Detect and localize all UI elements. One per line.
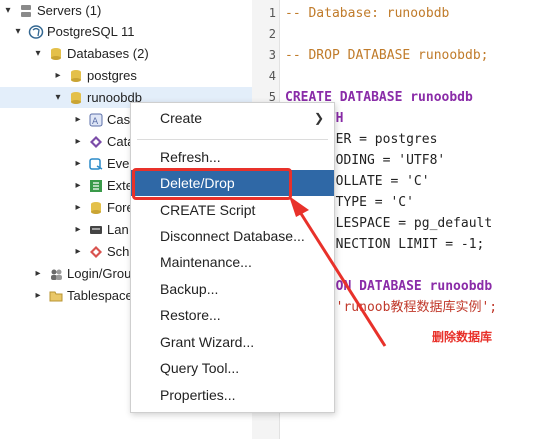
menu-separator bbox=[137, 139, 328, 140]
chevron-right-icon[interactable]: ▸ bbox=[35, 268, 41, 279]
sql-editor[interactable]: -- Database: runoobdb -- DROP DATABASE r… bbox=[280, 0, 547, 439]
tree-node-label: runoobdb bbox=[87, 90, 142, 105]
tree-node-servers[interactable]: ▾ Servers (1) bbox=[2, 0, 252, 21]
chevron-right-icon[interactable]: ▸ bbox=[75, 158, 81, 169]
tree-node-server[interactable]: ▾ PostgreSQL 11 bbox=[12, 21, 252, 42]
database-icon bbox=[68, 90, 84, 106]
code-line: _COLLATE = 'C' bbox=[320, 174, 430, 189]
menu-item-query-tool[interactable]: Query Tool... bbox=[160, 360, 240, 376]
tree-node-tablespaces[interactable]: ▸ Tablespace bbox=[32, 285, 133, 306]
tablespaces-icon bbox=[48, 288, 64, 304]
tree-node-extensions[interactable]: ▸ Exte bbox=[72, 175, 133, 196]
tree-node-label: Ever bbox=[107, 156, 134, 171]
menu-item-maintenance[interactable]: Maintenance... bbox=[160, 254, 252, 270]
menu-item-delete-drop[interactable]: Delete/Drop bbox=[131, 170, 334, 196]
database-icon bbox=[68, 68, 84, 84]
tree-node-foreign-data[interactable]: ▸ Fore bbox=[72, 197, 134, 218]
languages-icon bbox=[88, 222, 104, 238]
tree-node-label: PostgreSQL 11 bbox=[47, 24, 135, 39]
tree-node-languages[interactable]: ▸ Lan bbox=[72, 219, 129, 240]
tree-node-label: Servers (1) bbox=[37, 3, 102, 18]
tree-node-label: Lan bbox=[107, 222, 129, 237]
menu-item-properties[interactable]: Properties... bbox=[160, 387, 236, 403]
code-line: NCODING = 'UTF8' bbox=[320, 153, 446, 168]
chevron-right-icon[interactable]: ▸ bbox=[35, 290, 41, 301]
code-line: -- DROP DATABASE runoobdb; bbox=[285, 48, 489, 63]
chevron-right-icon: ❯ bbox=[313, 111, 324, 125]
chevron-right-icon[interactable]: ▸ bbox=[75, 180, 81, 191]
foreign-data-icon bbox=[88, 200, 104, 216]
menu-item-create[interactable]: Create ❯ bbox=[131, 105, 334, 131]
tree-node-catalogs[interactable]: ▸ Cata bbox=[72, 131, 134, 152]
chevron-right-icon[interactable]: ▸ bbox=[55, 70, 61, 81]
tree-node-schemas[interactable]: ▸ Sch bbox=[72, 241, 129, 262]
tree-node-label: Tablespace bbox=[67, 288, 133, 303]
catalogs-icon bbox=[88, 134, 104, 150]
code-line: ONNECTION LIMIT = -1; bbox=[320, 237, 485, 252]
annotation-label: 删除数据库 bbox=[432, 330, 493, 344]
tree-node-casts[interactable]: ▸ A Cas bbox=[72, 109, 130, 130]
context-menu: Create ❯ Refresh... Delete/Drop CREATE S… bbox=[130, 102, 335, 413]
code-line: -- Database: runoobdb bbox=[285, 6, 450, 21]
collapse-icon[interactable]: ▾ bbox=[5, 5, 11, 16]
databases-icon bbox=[48, 46, 64, 62]
menu-item-refresh[interactable]: Refresh... bbox=[160, 149, 221, 165]
tree-node-label: Sch bbox=[107, 244, 130, 259]
tree-node-label: Exte bbox=[107, 178, 134, 193]
code-line: WNER = postgres bbox=[320, 132, 438, 147]
code-line: T ON DATABASE runoobdb bbox=[320, 279, 493, 294]
menu-item-grant-wizard[interactable]: Grant Wizard... bbox=[160, 334, 255, 350]
code-line: ABLESPACE = pg_default bbox=[320, 216, 493, 231]
tree-node-label: Cas bbox=[107, 112, 131, 127]
tree-node-databases[interactable]: ▾ Databases (2) bbox=[32, 43, 252, 64]
line-number: 4 bbox=[268, 69, 276, 83]
chevron-down-icon[interactable]: ▾ bbox=[15, 26, 21, 37]
menu-item-create-script[interactable]: CREATE Script bbox=[160, 202, 256, 218]
menu-item-label: Create bbox=[160, 110, 203, 126]
chevron-right-icon[interactable]: ▸ bbox=[75, 224, 81, 235]
schemas-icon bbox=[88, 244, 104, 260]
tree-node-label: Login/Grou bbox=[67, 266, 132, 281]
chevron-down-icon[interactable]: ▾ bbox=[55, 92, 61, 103]
chevron-right-icon[interactable]: ▸ bbox=[75, 114, 81, 125]
line-number: 5 bbox=[268, 90, 276, 104]
chevron-right-icon[interactable]: ▸ bbox=[75, 202, 81, 213]
login-roles-icon bbox=[48, 266, 64, 282]
extensions-icon bbox=[88, 178, 104, 194]
tree-node-label: Fore bbox=[107, 200, 134, 215]
tree-node-label: postgres bbox=[87, 68, 137, 83]
casts-icon: A bbox=[88, 112, 104, 128]
code-line: CREATE DATABASE runoobdb bbox=[285, 90, 473, 105]
tree-node-label: Databases (2) bbox=[67, 46, 149, 61]
svg-text:A: A bbox=[92, 117, 99, 127]
event-trigger-icon bbox=[88, 156, 104, 172]
annotation-highlight-box bbox=[132, 168, 292, 200]
tree-node-login-roles[interactable]: ▸ Login/Grou bbox=[32, 263, 131, 284]
menu-item-restore[interactable]: Restore... bbox=[160, 307, 221, 323]
code-line: S 'runoob教程数据库实例'; bbox=[320, 300, 498, 315]
chevron-down-icon[interactable]: ▾ bbox=[35, 48, 41, 59]
tree-node-label: Cata bbox=[107, 134, 135, 149]
line-number: 1 bbox=[268, 6, 276, 20]
chevron-right-icon[interactable]: ▸ bbox=[75, 246, 81, 257]
elephant-icon bbox=[28, 24, 44, 40]
menu-item-backup[interactable]: Backup... bbox=[160, 281, 219, 297]
line-number: 3 bbox=[268, 48, 276, 62]
servers-icon bbox=[18, 3, 34, 19]
tree-node-event-triggers[interactable]: ▸ Ever bbox=[72, 153, 134, 174]
menu-item-disconnect-database[interactable]: Disconnect Database... bbox=[160, 228, 305, 244]
line-number: 2 bbox=[268, 27, 276, 41]
tree-node-db-postgres[interactable]: ▸ postgres bbox=[52, 65, 252, 86]
chevron-right-icon[interactable]: ▸ bbox=[75, 136, 81, 147]
